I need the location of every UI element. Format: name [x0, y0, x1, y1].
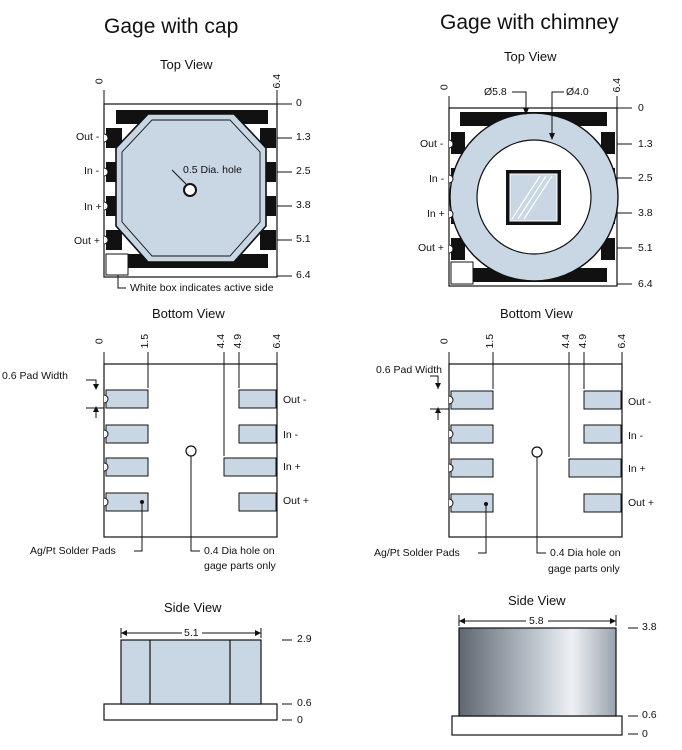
left-bottom-pin-out-minus: Out - — [283, 394, 307, 406]
right-bottom-view-heading: Bottom View — [500, 306, 573, 321]
left-top-right-0: 0 — [296, 97, 302, 109]
right-top-right-0: 0 — [638, 102, 644, 114]
left-bottom-view-heading: Bottom View — [152, 306, 225, 321]
left-top-pin-out-plus: Out + — [74, 235, 100, 247]
right-top-pin-in-plus: In + — [427, 208, 445, 220]
right-top-view-heading: Top View — [504, 49, 557, 64]
left-side-axis-0: 0 — [297, 714, 303, 726]
left-hole-note-1: 0.4 Dia hole on — [204, 545, 275, 557]
right-hole-note-1: 0.4 Dia hole on — [550, 547, 621, 559]
left-title: Gage with cap — [104, 15, 239, 38]
right-side-width-label: 5.8 — [529, 615, 544, 627]
left-top-pin-in-plus: In + — [84, 201, 102, 213]
left-side-view-heading: Side View — [164, 600, 222, 615]
right-side-axis-3.8: 3.8 — [642, 621, 657, 633]
right-side-axis-0: 0 — [642, 728, 648, 740]
left-hole-label: 0.5 Dia. hole — [183, 164, 242, 176]
left-bottom-pin-in-minus: In - — [283, 429, 299, 441]
right-side-view-heading: Side View — [508, 593, 566, 608]
right-bottom-pin-out-minus: Out - — [628, 396, 652, 408]
left-top-pin-in-minus: In - — [84, 165, 100, 177]
left-pad-width-label: 0.6 Pad Width — [2, 370, 68, 382]
left-bottom-pin-out-plus: Out + — [283, 495, 309, 507]
left-bottom-pin-in-plus: In + — [283, 461, 301, 473]
right-outer-dia: Ø5.8 — [484, 86, 507, 98]
right-top-right-3.8: 3.8 — [638, 207, 653, 219]
right-hole-note-2: gage parts only — [548, 563, 620, 575]
right-pad-width-label: 0.6 Pad Width — [376, 364, 442, 376]
right-top-right-1.3: 1.3 — [638, 138, 653, 150]
right-bottom-pin-out-plus: Out + — [628, 497, 654, 509]
right-top-pin-out-plus: Out + — [418, 242, 444, 254]
left-solder-pads-note: Ag/Pt Solder Pads — [30, 545, 116, 557]
left-top-right-1.3: 1.3 — [296, 131, 311, 143]
left-side-axis-0.6: 0.6 — [297, 697, 312, 709]
left-top-right-6.4: 6.4 — [296, 269, 311, 281]
left-top-view-heading: Top View — [160, 57, 213, 72]
left-top-pin-out-minus: Out - — [76, 131, 100, 143]
right-bottom-pin-in-minus: In - — [628, 430, 644, 442]
right-top-right-5.1: 5.1 — [638, 242, 653, 254]
right-top-pin-in-minus: In - — [429, 173, 445, 185]
right-top-pin-out-minus: Out - — [420, 138, 444, 150]
left-active-side-note: White box indicates active side — [130, 282, 274, 294]
right-bottom-pin-in-plus: In + — [628, 463, 646, 475]
right-top-right-6.4: 6.4 — [638, 278, 653, 290]
right-title: Gage with chimney — [440, 11, 619, 34]
right-side-axis-0.6: 0.6 — [642, 709, 657, 721]
left-top-right-3.8: 3.8 — [296, 199, 311, 211]
left-side-width-label: 5.1 — [184, 627, 199, 639]
left-hole-note-2: gage parts only — [204, 560, 276, 572]
right-inner-dia: Ø4.0 — [566, 86, 589, 98]
left-top-right-2.5: 2.5 — [296, 165, 311, 177]
right-solder-pads-note: Ag/Pt Solder Pads — [374, 547, 460, 559]
left-side-axis-2.9: 2.9 — [297, 633, 312, 645]
left-top-right-5.1: 5.1 — [296, 233, 311, 245]
right-top-right-2.5: 2.5 — [638, 172, 653, 184]
